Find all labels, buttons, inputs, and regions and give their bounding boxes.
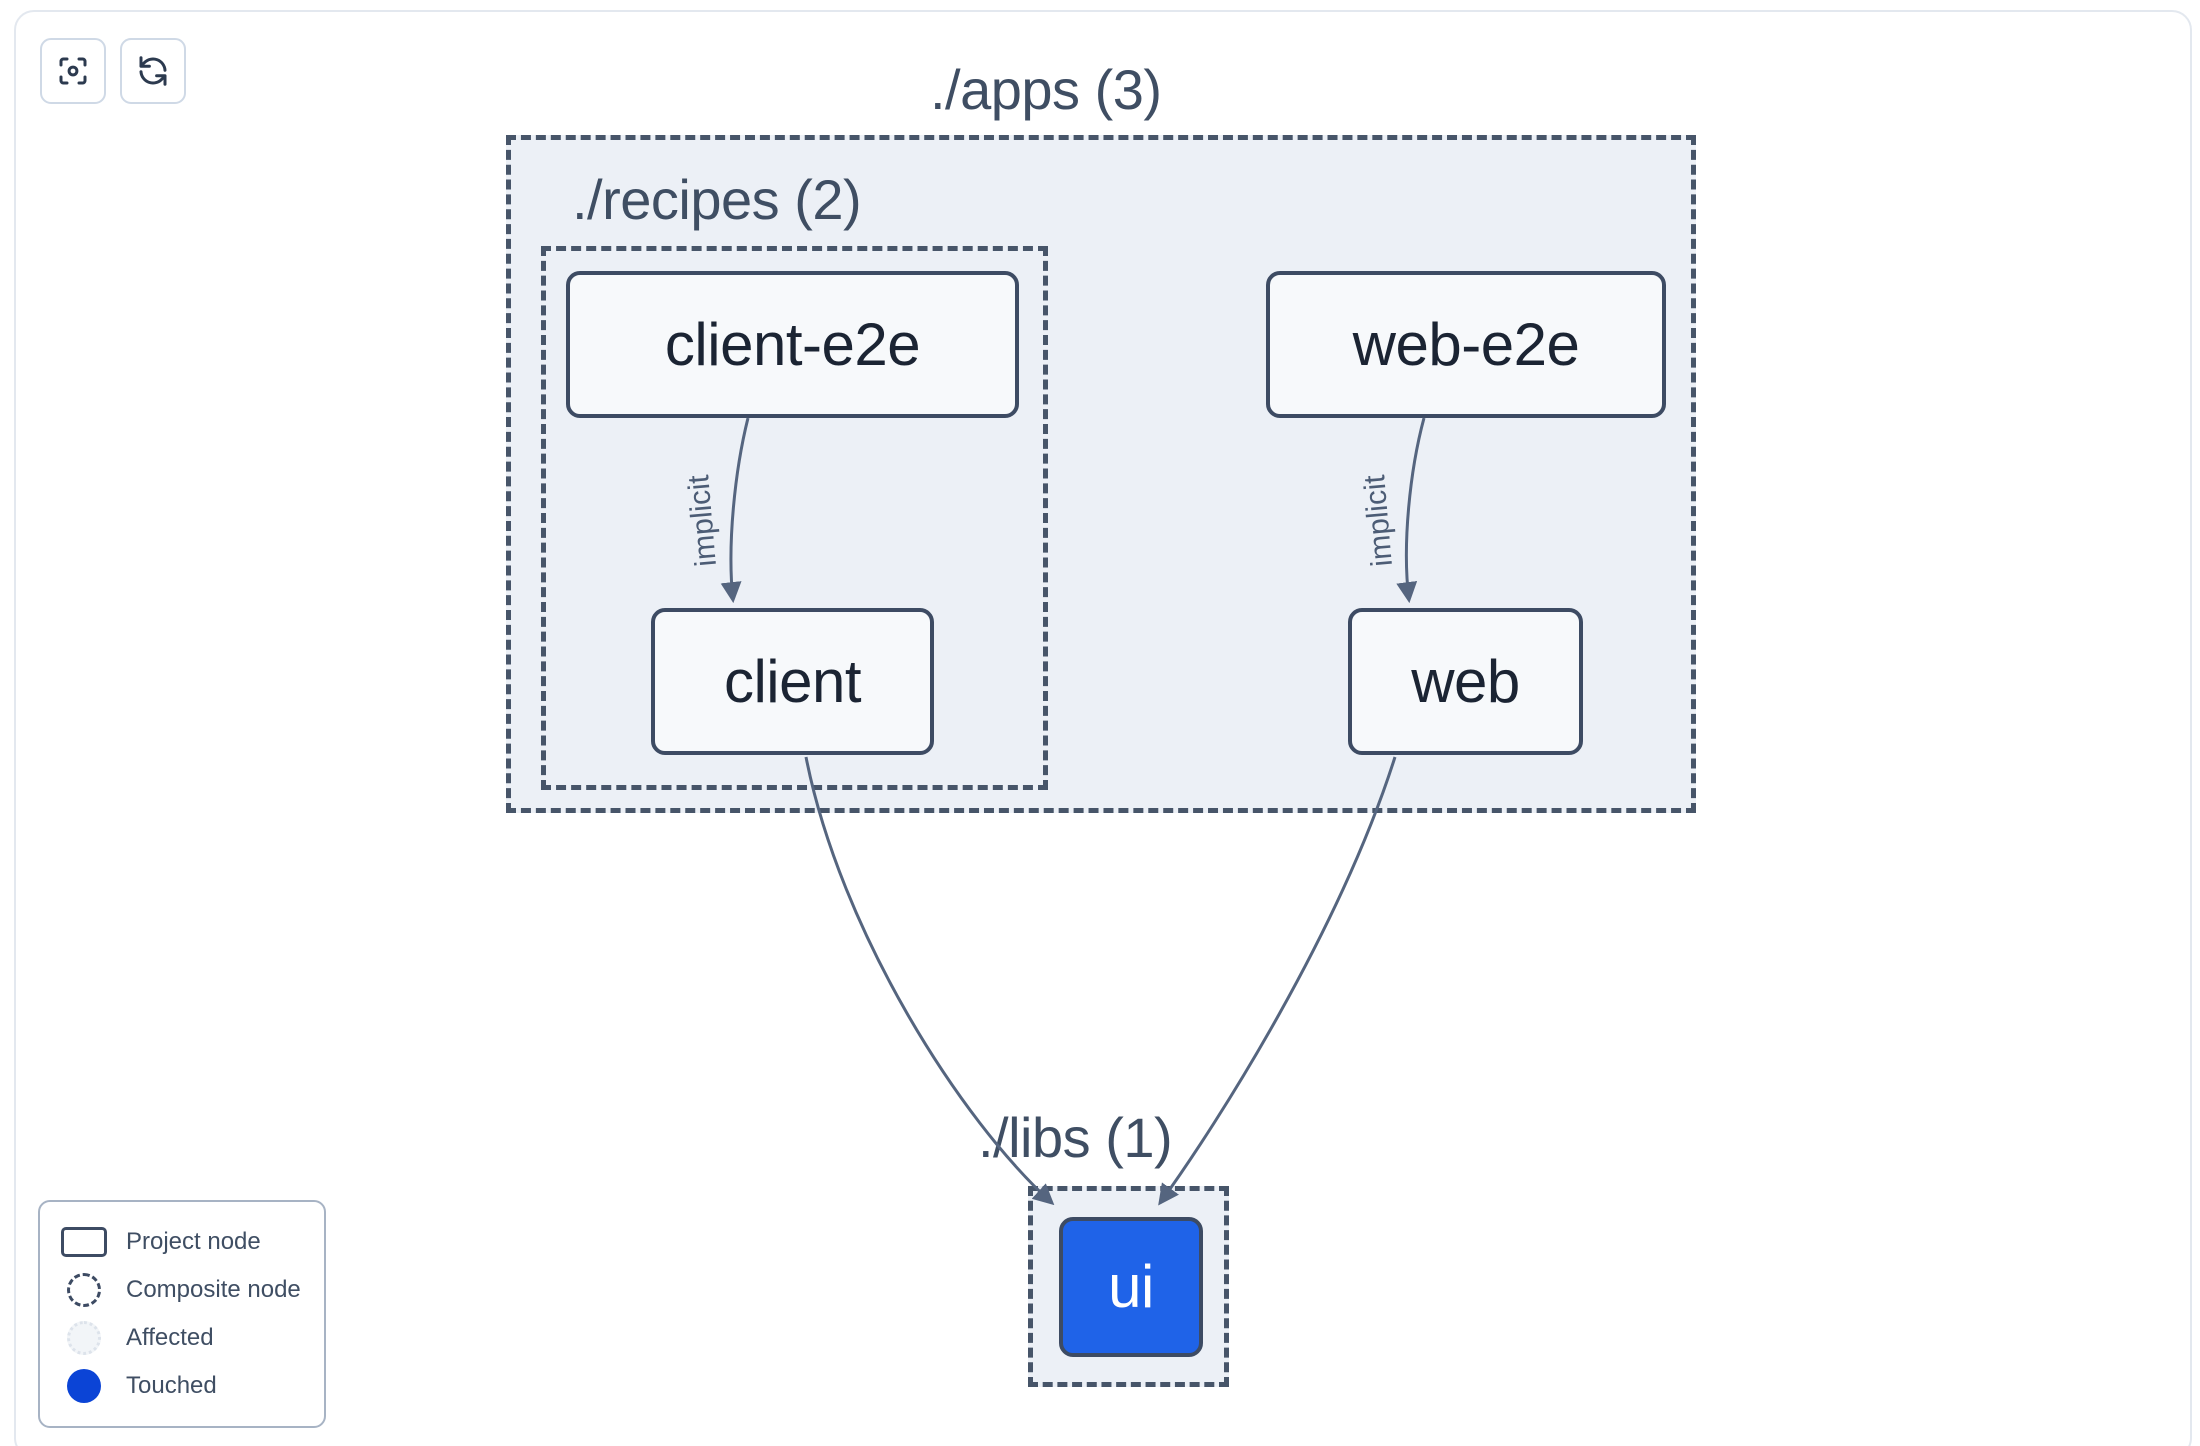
focus-icon — [55, 53, 91, 89]
project-node-client[interactable]: client — [651, 608, 934, 755]
composite-label-libs: ./libs (1) — [978, 1106, 1173, 1169]
legend-item-project-node: Project node — [58, 1218, 306, 1266]
legend-label: Composite node — [126, 1276, 301, 1303]
legend-item-composite-node: Composite node — [58, 1266, 306, 1314]
project-node-swatch — [58, 1227, 110, 1257]
legend-label: Project node — [126, 1228, 261, 1255]
touched-swatch — [58, 1369, 110, 1403]
refresh-icon — [135, 53, 171, 89]
composite-label-recipes: ./recipes (2) — [572, 168, 862, 231]
project-node-label: client — [723, 647, 862, 715]
composite-node-swatch — [58, 1273, 110, 1307]
composite-label-apps: ./apps (3) — [930, 58, 1162, 121]
legend-item-touched: Touched — [58, 1362, 306, 1410]
project-node-ui[interactable]: ui — [1059, 1217, 1203, 1357]
project-node-web-e2e[interactable]: web-e2e — [1266, 271, 1666, 418]
project-node-web[interactable]: web — [1348, 608, 1583, 755]
project-node-label: web — [1411, 647, 1520, 715]
affected-swatch — [58, 1321, 110, 1355]
refresh-graph-button[interactable] — [120, 38, 186, 104]
legend-item-affected: Affected — [58, 1314, 306, 1362]
legend-label: Affected — [126, 1324, 214, 1351]
legend-label: Touched — [126, 1372, 217, 1399]
project-node-client-e2e[interactable]: client-e2e — [566, 271, 1019, 418]
graph-toolbar — [40, 38, 186, 104]
graph-legend: Project node Composite node Affected Tou… — [38, 1200, 326, 1428]
project-node-label: client-e2e — [664, 310, 921, 378]
focus-graph-button[interactable] — [40, 38, 106, 104]
project-node-label: ui — [1108, 1253, 1154, 1320]
project-node-label: web-e2e — [1352, 310, 1580, 378]
